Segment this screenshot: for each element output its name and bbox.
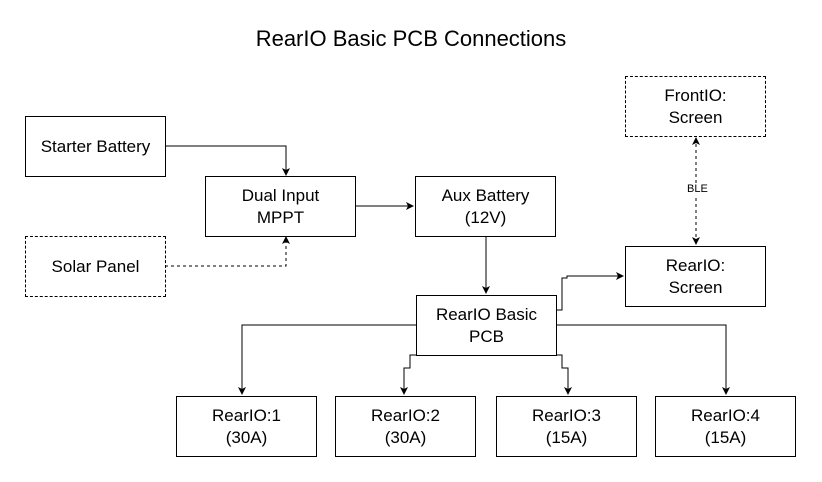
node-label-line: MPPT <box>256 207 305 227</box>
node-label-line: Solar Panel <box>51 256 140 276</box>
edge-pcb-to-r4 <box>556 324 730 395</box>
node-label-line: RearIO Basic <box>435 304 538 324</box>
edge-pcb-to-r3 <box>556 354 572 395</box>
node-frontio-screen: FrontIO:Screen <box>625 76 766 137</box>
node-reario-4: RearIO:4(15A) <box>655 396 796 457</box>
node-label-line: Aux Battery <box>441 185 530 205</box>
node-solar-panel: Solar Panel <box>25 236 166 297</box>
node-aux-battery: Aux Battery(12V) <box>415 176 556 237</box>
node-label-line: RearIO:1 <box>212 405 281 425</box>
edge-starter-to-mppt <box>165 145 290 176</box>
node-label-line: Screen <box>668 277 723 297</box>
node-starter-battery: Starter Battery <box>25 116 166 177</box>
node-label-line: Starter Battery <box>40 136 151 156</box>
node-reario-3: RearIO:3(15A) <box>496 396 637 457</box>
node-label-line: Screen <box>668 107 723 127</box>
ble-label: BLE <box>685 183 710 195</box>
node-label-line: (12V) <box>464 207 507 227</box>
node-label-line: (30A) <box>225 427 268 447</box>
node-reario-screen: RearIO:Screen <box>625 246 766 307</box>
node-label-line: RearIO: <box>665 255 726 275</box>
node-label-line: (15A) <box>545 427 588 447</box>
node-label-line: (30A) <box>384 427 427 447</box>
edge-pcb-to-r2 <box>400 354 416 395</box>
node-label-line: RearIO:3 <box>532 405 601 425</box>
edge-solar-to-mppt <box>165 236 290 267</box>
diagram-title: RearIO Basic PCB Connections <box>255 26 567 51</box>
node-label-line: Dual Input <box>241 185 320 205</box>
node-reario-1: RearIO:1(30A) <box>176 396 317 457</box>
node-label-line: RearIO:4 <box>691 405 760 425</box>
node-reario-2: RearIO:2(30A) <box>335 396 476 457</box>
node-label-line: PCB <box>469 326 504 346</box>
edge-pcb-to-r1 <box>238 324 416 395</box>
node-label-line: FrontIO: <box>664 85 727 105</box>
node-label-line: (15A) <box>704 427 747 447</box>
node-label-line: RearIO:2 <box>371 405 440 425</box>
edge-pcb-to-rearscreen <box>556 272 624 311</box>
